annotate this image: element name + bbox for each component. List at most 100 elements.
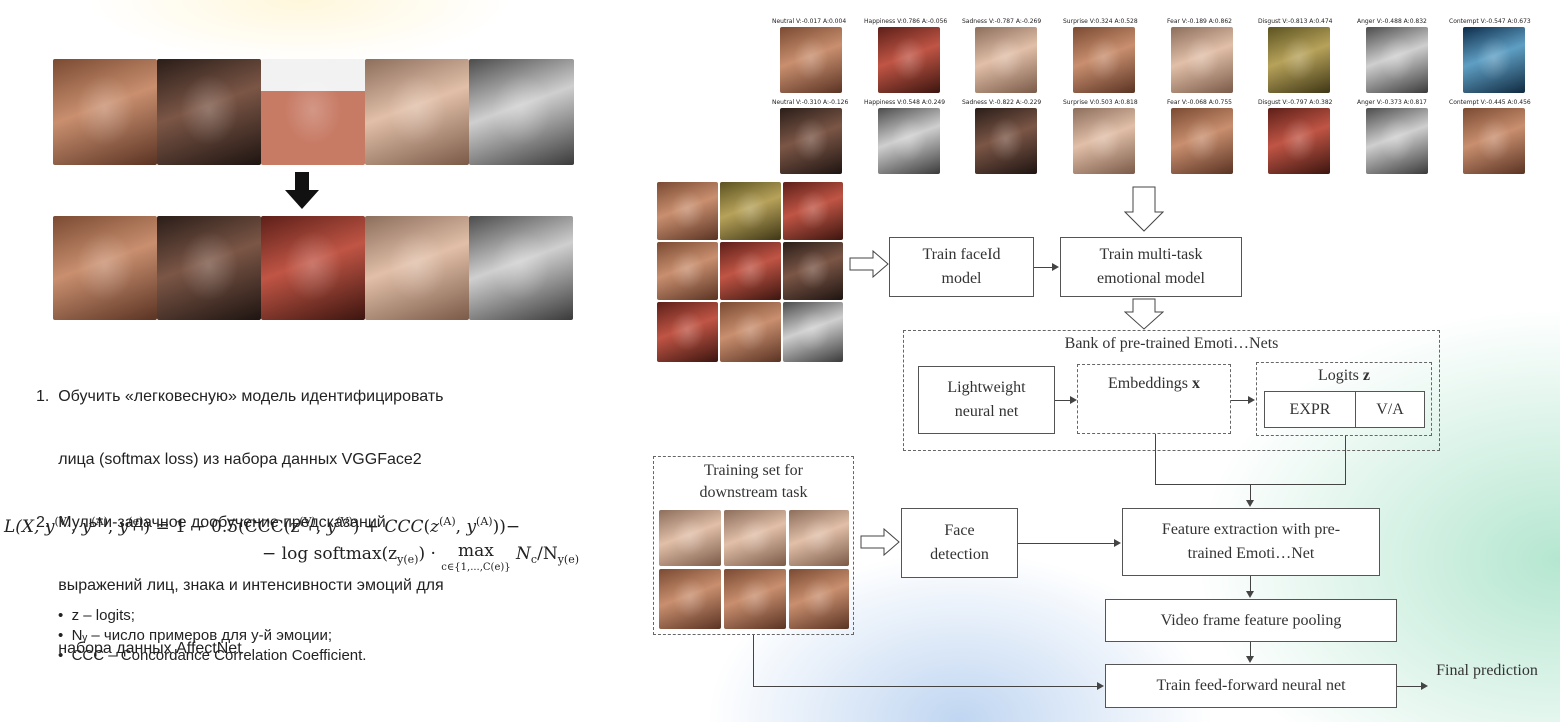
feature-extraction-box: Feature extraction with pre-trained Emot… xyxy=(1122,508,1380,576)
arrowhead xyxy=(1052,263,1059,271)
connector xyxy=(1345,436,1346,484)
connector xyxy=(1397,686,1421,687)
expr-box: EXPR xyxy=(1264,391,1356,428)
emotion-face xyxy=(1268,27,1330,93)
training-set-title: Training set for downstream task xyxy=(699,462,808,501)
bank-title: Bank of pre-trained Emoti…Nets xyxy=(1064,335,1279,352)
face-photo xyxy=(365,59,469,165)
list-item: лица (softmax loss) из набора данных VGG… xyxy=(36,451,422,468)
train-feedforward-box: Train feed-forward neural net xyxy=(1105,664,1397,708)
face-photo xyxy=(783,242,843,300)
face-label: Neutral V:-0.017 A:0.004 xyxy=(772,18,847,25)
face-label: Contempt V:-0.445 A:0.456 xyxy=(1449,99,1531,106)
logits-container xyxy=(1256,362,1432,436)
face-photo xyxy=(783,182,843,240)
down-arrow-icon xyxy=(285,172,319,209)
face-label: Fear V:-0.068 A:0.755 xyxy=(1167,99,1232,106)
face-photo xyxy=(261,59,365,165)
face-label: Neutral V:-0.310 A:-0.126 xyxy=(772,99,849,106)
face-detection-box: Face detection xyxy=(901,508,1018,578)
emotion-face xyxy=(1171,108,1233,174)
definitions-list: • z – logits; • Nᵧ – число примеров для … xyxy=(58,606,366,666)
video-frame xyxy=(789,510,849,566)
list-item: • CCC – Concordance Correlation Coeffici… xyxy=(58,647,367,664)
arrowhead xyxy=(1246,656,1254,663)
face-label: Fear V:-0.189 A:0.862 xyxy=(1167,18,1232,25)
emotion-face xyxy=(1463,27,1525,93)
logits-label: Logits z xyxy=(1318,367,1370,384)
hollow-down-arrow-icon xyxy=(1124,186,1164,232)
face-photo xyxy=(261,216,365,320)
list-item: набора данных AffectNet xyxy=(36,640,242,657)
emotion-face xyxy=(975,108,1037,174)
connector xyxy=(1155,434,1156,484)
face-label: Anger V:-0.488 A:0.832 xyxy=(1357,18,1427,25)
lightweight-net-box: Lightweight neural net xyxy=(918,366,1055,434)
arrowhead xyxy=(1097,682,1104,690)
face-photo xyxy=(53,216,157,320)
video-frame xyxy=(724,569,786,629)
face-photo xyxy=(469,216,573,320)
emotion-face xyxy=(1073,27,1135,93)
connector xyxy=(1250,484,1251,500)
connector xyxy=(1231,400,1248,401)
list-item: 1. Обучить «легковесную» модель идентифи… xyxy=(36,388,444,405)
hollow-right-arrow-icon xyxy=(860,528,900,556)
face-photo xyxy=(657,242,718,300)
emotion-face xyxy=(1171,27,1233,93)
face-photo xyxy=(783,302,843,362)
arrowhead xyxy=(1246,591,1254,598)
va-box: V/A xyxy=(1355,391,1425,428)
connector xyxy=(1034,267,1052,268)
emotion-face xyxy=(1366,27,1428,93)
face-label: Surprise V:0.503 A:0.818 xyxy=(1063,99,1138,106)
list-item: • Nᵧ – число примеров для y-й эмоции; xyxy=(58,627,333,644)
train-faceid-box: Train faceId model xyxy=(889,237,1034,297)
final-prediction-label: Final prediction xyxy=(1436,662,1538,679)
emotion-face xyxy=(780,27,842,93)
face-photo xyxy=(53,59,157,165)
emotion-face xyxy=(975,27,1037,93)
hollow-down-arrow-icon xyxy=(1124,298,1164,330)
hollow-right-arrow-icon xyxy=(849,250,889,278)
list-item: • z – logits; xyxy=(58,607,135,624)
video-frame xyxy=(659,569,721,629)
face-photo xyxy=(720,242,781,300)
face-label: Anger V:-0.373 A:0.817 xyxy=(1357,99,1427,106)
emotion-face xyxy=(878,27,940,93)
face-label: Contempt V:-0.547 A:0.673 xyxy=(1449,18,1531,25)
face-photo xyxy=(157,59,261,165)
face-label: Disgust V:-0.813 A:0.474 xyxy=(1258,18,1333,25)
list-item: 2. Мульти-задачное дообучение предсказан… xyxy=(36,514,386,531)
connector xyxy=(1018,543,1114,544)
arrowhead xyxy=(1248,396,1255,404)
connector xyxy=(1250,642,1251,656)
connector xyxy=(753,635,754,686)
face-photo xyxy=(657,302,718,362)
emotion-face xyxy=(1073,108,1135,174)
emotion-face xyxy=(1463,108,1525,174)
emotinet-bank-container xyxy=(903,330,1440,451)
face-photo xyxy=(657,182,718,240)
face-label: Happiness V:0.548 A:0.249 xyxy=(864,99,946,106)
training-steps-list: 1. Обучить «легковесную» модель идентифи… xyxy=(36,344,444,680)
emotion-face xyxy=(780,108,842,174)
list-item: выражений лиц, знака и интенсивности эмо… xyxy=(36,577,444,594)
loss-formula-line1: L(X, y(V), y(A), y(e)) = 1 − 0.5(CCC(z(V… xyxy=(4,515,521,537)
face-photo xyxy=(469,59,574,165)
connector xyxy=(753,686,1097,687)
embeddings-box xyxy=(1077,364,1231,434)
arrowhead xyxy=(1421,682,1428,690)
face-photo xyxy=(720,182,781,240)
embeddings-label: Embeddings x xyxy=(1108,375,1200,392)
face-label: Happiness V:0.786 A:-0.056 xyxy=(864,18,948,25)
arrowhead xyxy=(1246,500,1254,507)
connector xyxy=(1250,576,1251,591)
video-frame xyxy=(724,510,786,566)
face-photo xyxy=(157,216,261,320)
loss-formula-line2: − log softmax(zy(e)) · max c∈{1,...,C(e)… xyxy=(262,541,580,574)
face-photo xyxy=(365,216,469,320)
connector xyxy=(1055,400,1070,401)
face-label: Surprise V:0.324 A:0.528 xyxy=(1063,18,1138,25)
arrowhead xyxy=(1070,396,1077,404)
